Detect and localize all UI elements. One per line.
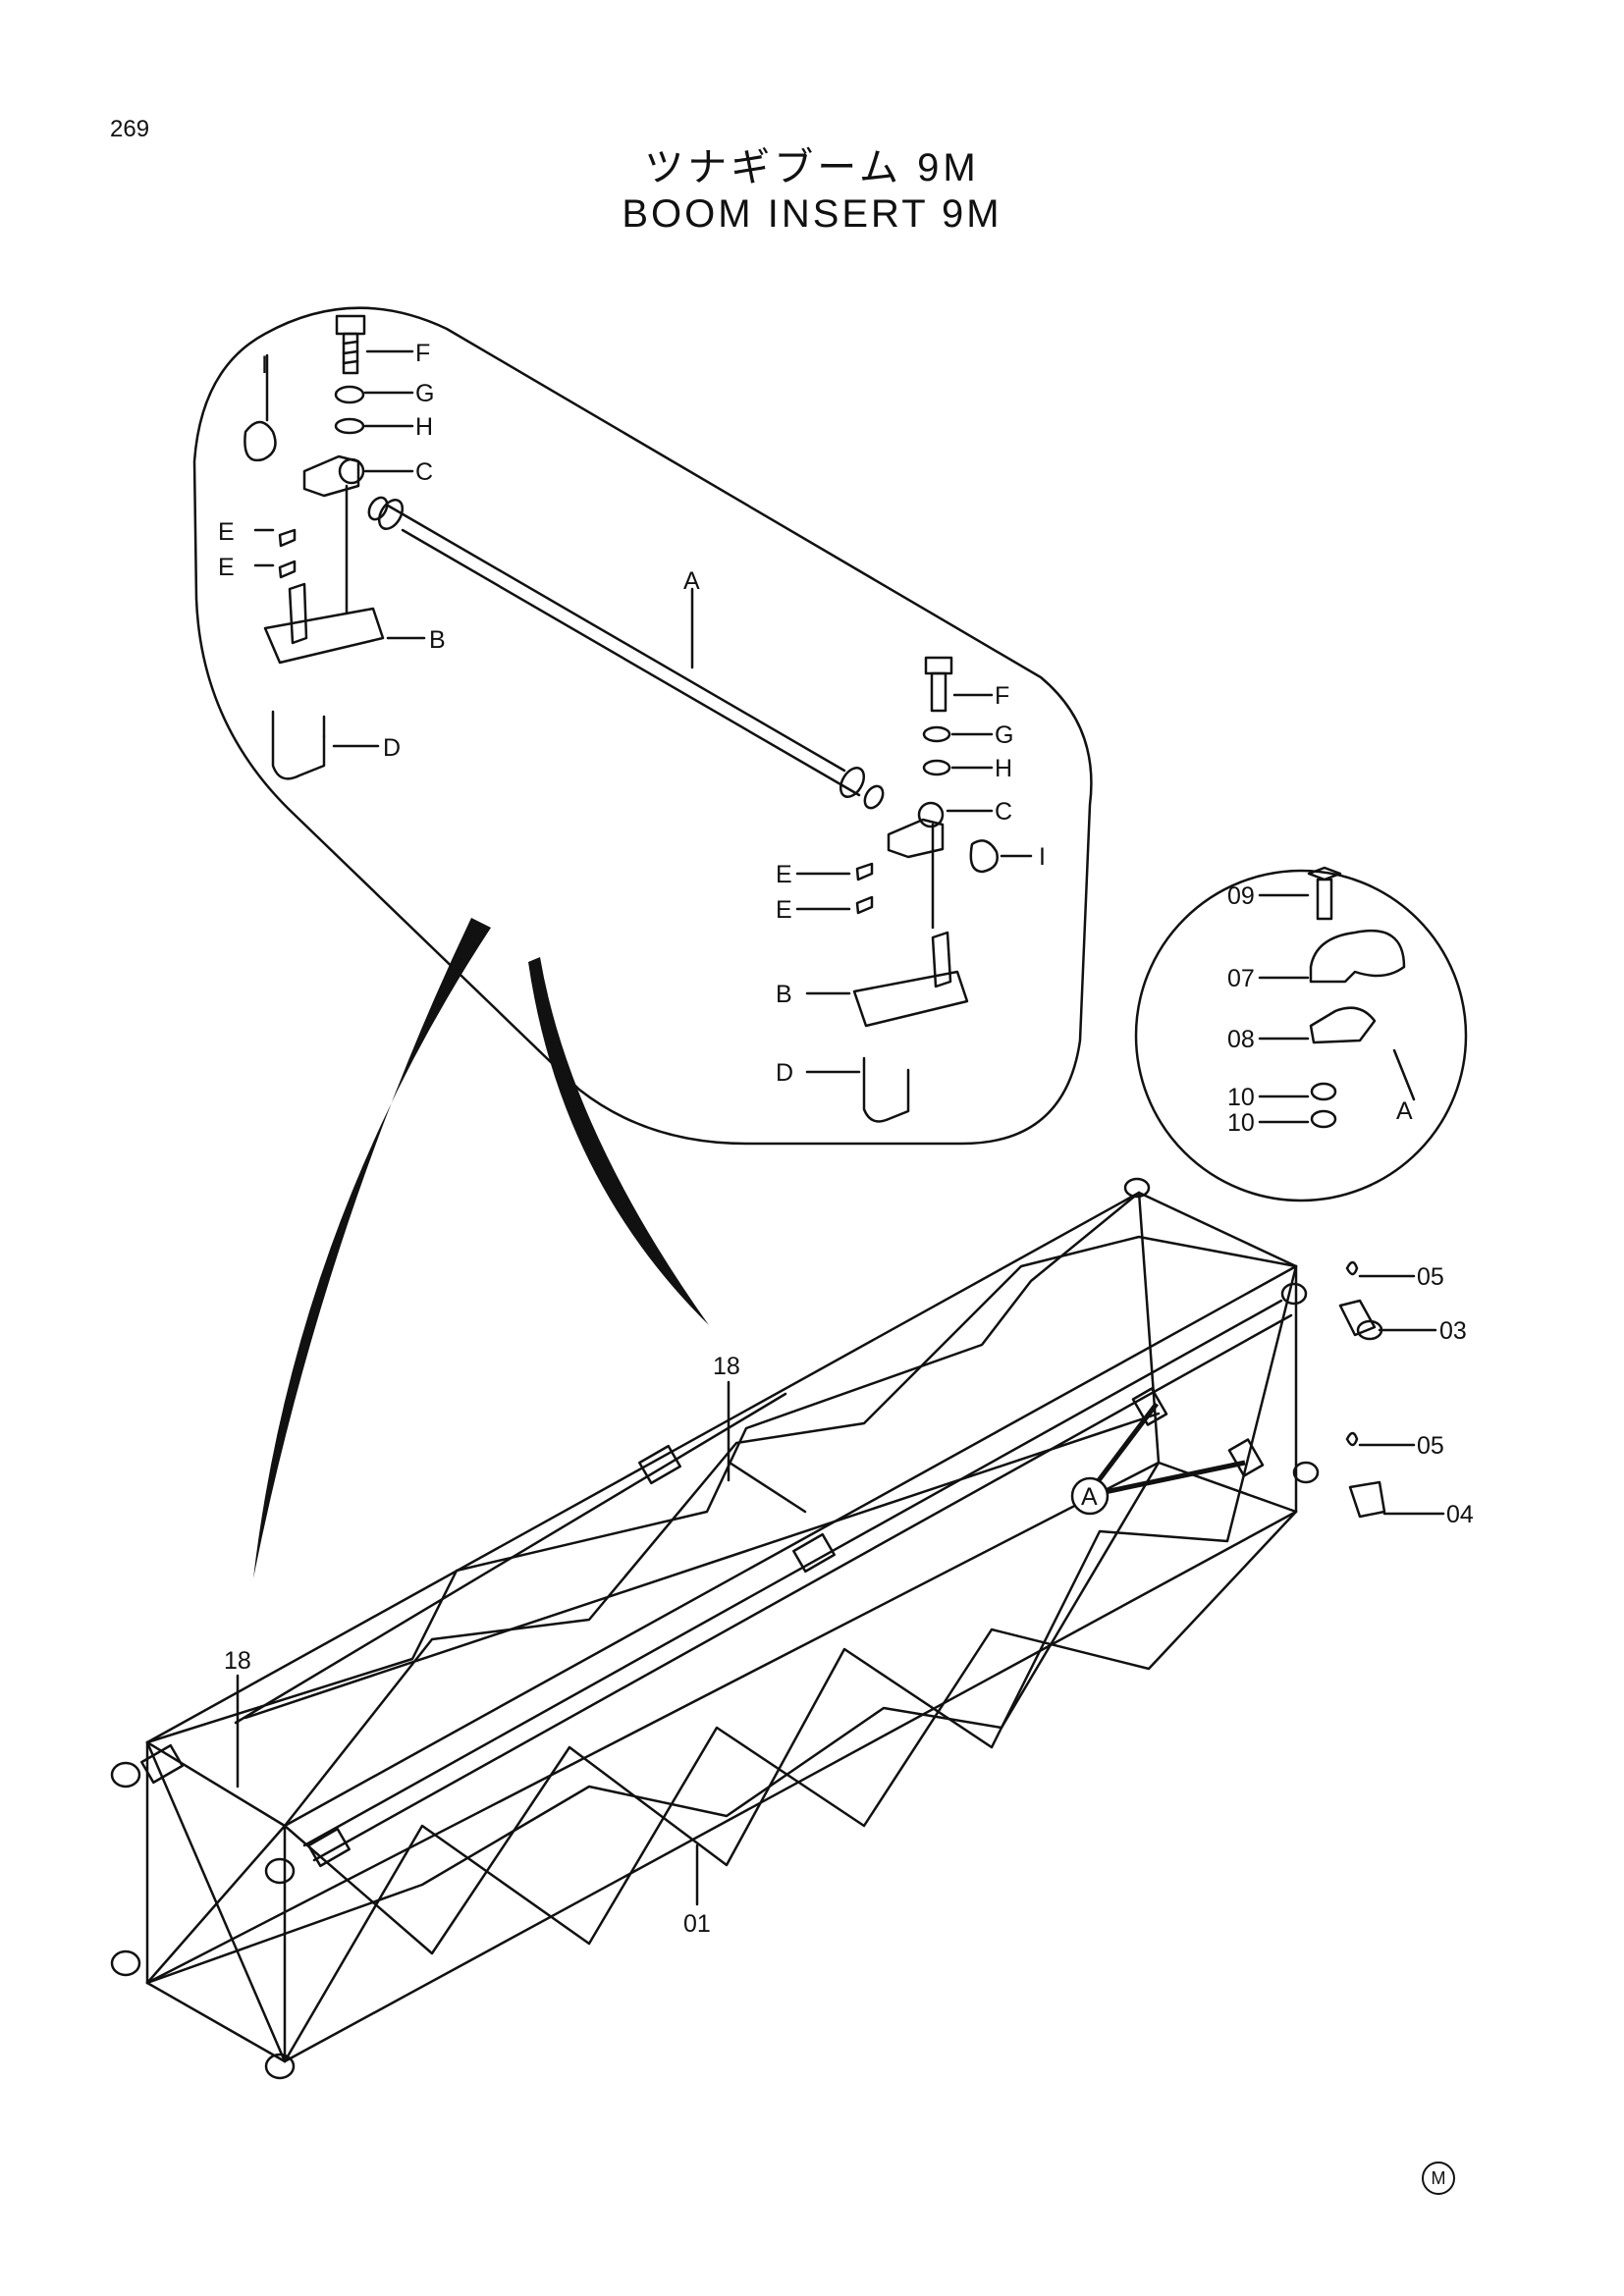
- label-right-b: B: [776, 981, 792, 1008]
- label-05-bottom: 05: [1417, 1432, 1444, 1460]
- label-10a: 10: [1227, 1084, 1255, 1111]
- label-callout-a: A: [1081, 1483, 1098, 1511]
- label-09: 09: [1227, 882, 1255, 910]
- detail-a-parts: [1307, 866, 1416, 1129]
- label-left-f: F: [415, 340, 430, 367]
- label-right-e1: E: [776, 861, 792, 888]
- label-right-g: G: [995, 721, 1013, 749]
- title-english: BOOM INSERT 9M: [622, 192, 1002, 236]
- label-right-c: C: [995, 798, 1012, 826]
- guide-swoop-right: [528, 957, 709, 1325]
- boom-leaders: [236, 1274, 1445, 1906]
- label-left-e1: E: [218, 518, 235, 546]
- right-leader-lines: [795, 693, 1033, 1074]
- detail-a-leaders: [1258, 893, 1310, 1124]
- shaft-assembly: [367, 496, 885, 810]
- left-fastener-stack: [244, 314, 385, 780]
- label-left-d: D: [383, 734, 401, 762]
- label-left-i: I: [261, 351, 268, 379]
- callout-arrows: [1088, 1402, 1246, 1495]
- label-08: 08: [1227, 1026, 1255, 1053]
- boom-lattice: [145, 1191, 1298, 2063]
- boom-labels: 05 03 05 04 18 18 01: [224, 1263, 1474, 1938]
- upper-right-labels: F G H C I E E B D: [776, 682, 1046, 1087]
- boom-lugs: [110, 1177, 1320, 2080]
- guide-swoop-left: [253, 918, 491, 1578]
- label-18-left: 18: [224, 1647, 251, 1675]
- upper-left-labels: F G H C I E E B D: [218, 340, 446, 762]
- label-right-i: I: [1039, 843, 1046, 871]
- label-05-top: 05: [1417, 1263, 1444, 1291]
- label-10b: 10: [1227, 1109, 1255, 1137]
- right-fastener-stack: [852, 656, 999, 1123]
- label-left-g: G: [415, 380, 434, 407]
- label-04: 04: [1446, 1501, 1474, 1528]
- detail-a-labels: 09 07 08 10 10 A: [1227, 882, 1413, 1137]
- label-right-d: D: [776, 1059, 793, 1087]
- label-right-e2: E: [776, 896, 792, 924]
- left-leader-lines: [253, 349, 694, 748]
- label-07: 07: [1227, 965, 1255, 992]
- label-detail-view-a: A: [1396, 1097, 1413, 1125]
- page-number: 269: [110, 116, 150, 142]
- detail-capsule-outline: [192, 306, 1093, 1146]
- label-shaft-a: A: [683, 567, 700, 595]
- label-left-b: B: [429, 626, 446, 654]
- label-01: 01: [683, 1910, 711, 1938]
- title-japanese: ツナギブーム 9M: [644, 146, 980, 189]
- label-03: 03: [1439, 1317, 1467, 1345]
- label-right-h: H: [995, 755, 1012, 782]
- boom-shaft: [302, 1299, 1293, 1862]
- boom-callout-a: A: [1070, 1476, 1110, 1516]
- label-left-h: H: [415, 413, 433, 441]
- label-left-c: C: [415, 458, 433, 486]
- detail-a-circle: [1134, 869, 1468, 1202]
- manufacturer-mark: M: [1422, 2162, 1455, 2195]
- label-18-center: 18: [713, 1353, 740, 1380]
- label-right-f: F: [995, 682, 1009, 710]
- label-left-e2: E: [218, 554, 235, 581]
